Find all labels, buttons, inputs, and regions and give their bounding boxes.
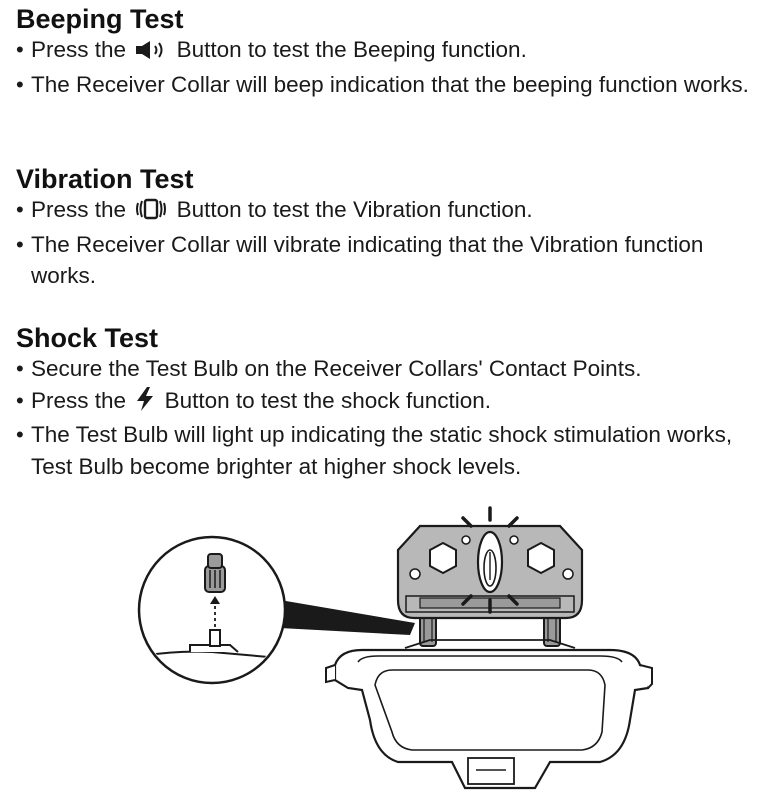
beeping-item1-post: Button to test the Beeping function. [176, 37, 527, 62]
list-item: • The Receiver Collar will beep indicati… [16, 71, 749, 97]
shock-test-list: • Secure the Test Bulb on the Receiver C… [16, 353, 756, 482]
beeping-test-section: Beeping Test • Press the Button to test … [16, 4, 756, 100]
receiver-collar-body [325, 611, 653, 790]
vibration-item1-pre: Press the [31, 197, 127, 222]
speaker-icon [134, 37, 168, 69]
callout-pointer [280, 600, 415, 635]
list-item: • The Test Bulb will light up indicating… [16, 422, 733, 479]
beeping-item1-pre: Press the [31, 37, 127, 62]
list-item: • Press the Button to test the shock fun… [16, 385, 756, 420]
vibration-test-section: Vibration Test • Press the Button to tes… [16, 164, 756, 292]
right-hex-contact [527, 541, 555, 575]
list-item: • Secure the Test Bulb on the Receiver C… [16, 356, 642, 381]
list-item: • The Receiver Collar will vibrate indic… [16, 231, 704, 289]
beeping-test-list: • Press the Button to test the Beeping f… [16, 34, 756, 100]
test-bulb-lit [461, 506, 519, 614]
vibration-test-list: • Press the Button to test the Vibration… [16, 194, 756, 292]
beeping-item2: The Receiver Collar will beep indication… [31, 71, 749, 97]
left-hex-contact [429, 541, 457, 575]
shock-test-section: Shock Test • Secure the Test Bulb on the… [16, 323, 756, 482]
list-item: • Press the Button to test the Beeping f… [16, 34, 756, 69]
lightning-bolt-icon [134, 386, 156, 420]
vibration-item1-post: Button to test the Vibration function. [176, 197, 533, 222]
shock-item3: The Test Bulb will light up indicating t… [31, 422, 733, 479]
shock-item2-post: Button to test the shock function. [164, 387, 492, 413]
vibration-icon [134, 197, 168, 229]
test-bulb-plate [396, 506, 584, 620]
beeping-test-heading: Beeping Test [16, 4, 184, 34]
shock-test-heading: Shock Test [16, 323, 159, 353]
zoom-detail-circle [137, 535, 287, 685]
shock-item2-pre: Press the [31, 387, 127, 413]
vibration-test-heading: Vibration Test [16, 164, 194, 194]
vibration-item2: The Receiver Collar will vibrate indicat… [31, 231, 704, 289]
receiver-collar-with-test-bulb-illustration [130, 500, 690, 800]
list-item: • Press the Button to test the Vibration… [16, 194, 756, 229]
shock-item1: Secure the Test Bulb on the Receiver Col… [31, 356, 642, 381]
